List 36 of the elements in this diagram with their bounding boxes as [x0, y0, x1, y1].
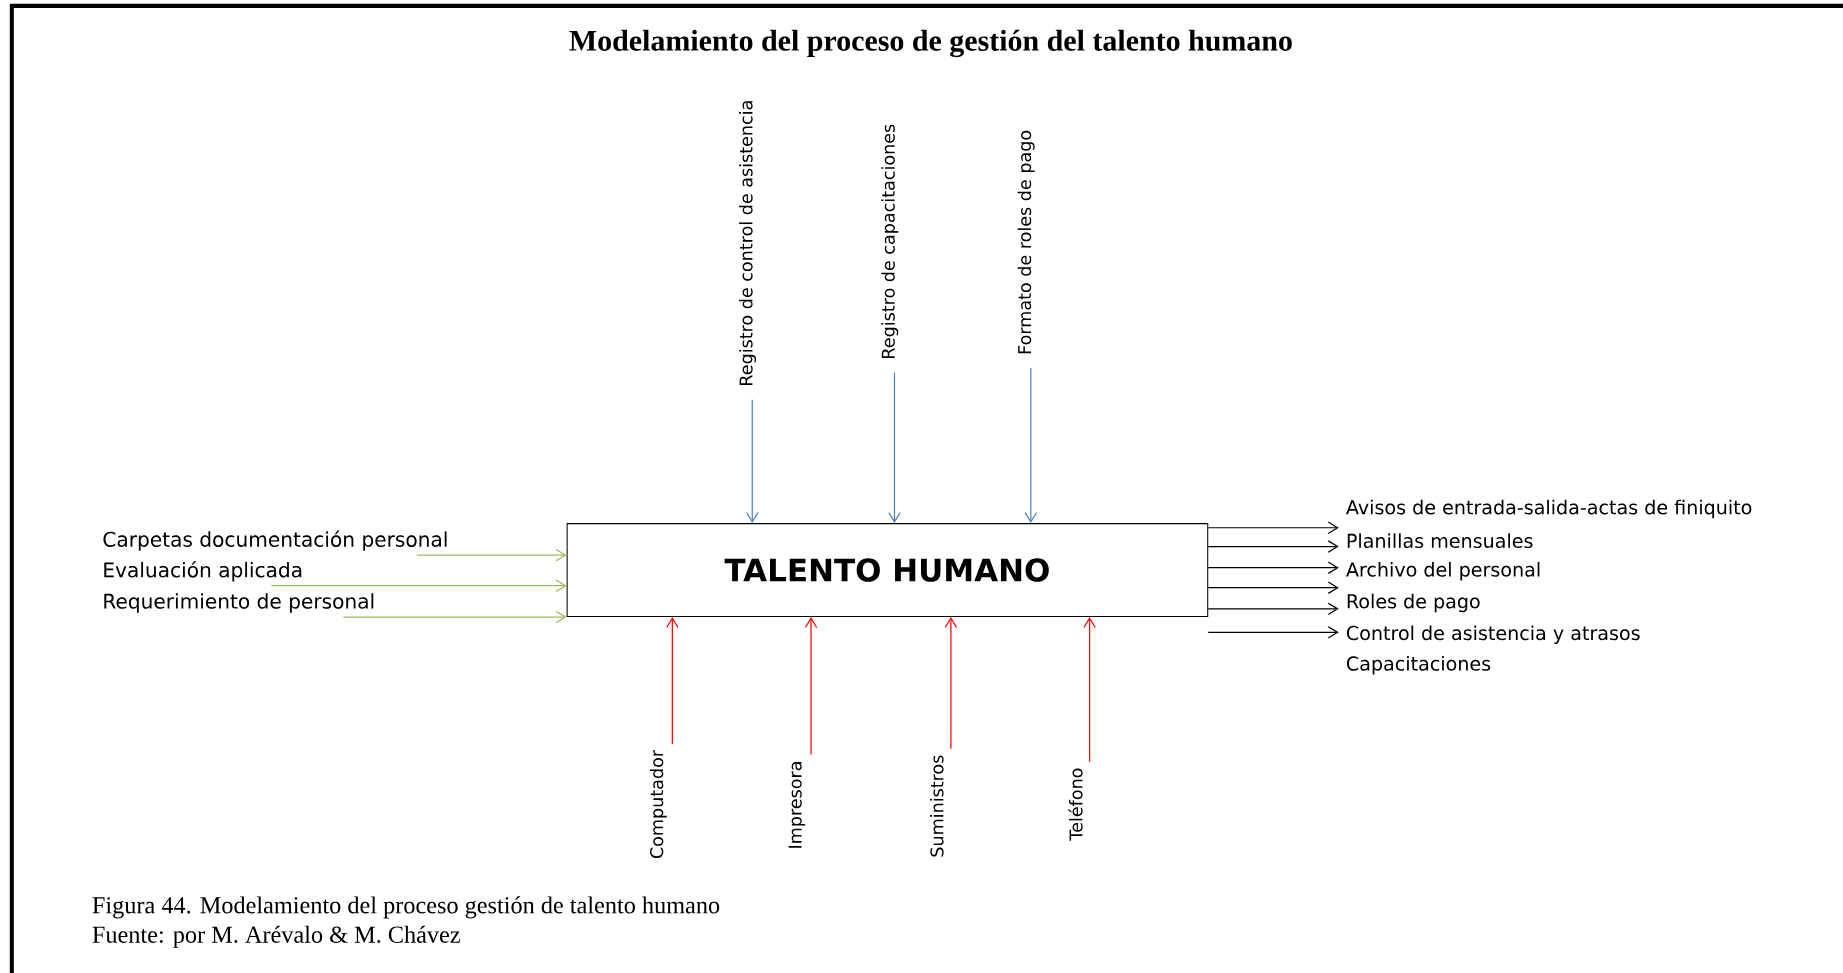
arrow	[804, 616, 818, 756]
arrow	[1207, 625, 1339, 639]
mechanism-label: Computador	[649, 749, 667, 858]
arrow	[1207, 561, 1339, 574]
output-label: Roles de pago	[1347, 593, 1480, 613]
source-note: Fuente: por M. Arévalo & M. Chávez	[92, 925, 460, 948]
output-label: Avisos de entrada-salida-actas de finiquito	[1346, 499, 1752, 519]
mechanism-label: Impresora	[788, 762, 806, 848]
arrow	[1207, 602, 1339, 616]
arrow	[416, 548, 567, 562]
output-label: Planillas mensuales	[1347, 533, 1533, 548]
arrow	[745, 398, 759, 523]
control-label: Registro de control de asistencia	[739, 101, 757, 385]
output-label: Capacitaciones	[1346, 655, 1491, 675]
control-label: Formato de roles de pago	[1017, 130, 1035, 354]
output-label: Archivo del personal	[1346, 561, 1540, 581]
input-label: Carpetas documentación personal	[103, 530, 447, 551]
arrow	[1207, 521, 1339, 534]
arrow	[888, 371, 901, 523]
output-label: Control de asistencia y atrasos	[1346, 625, 1640, 644]
arrow	[666, 616, 679, 745]
process-box: TALENTO HUMANO	[566, 523, 1209, 617]
arrow	[944, 616, 958, 750]
mechanism-label: Suministros	[930, 755, 944, 857]
input-label: Requerimiento de personal	[104, 593, 374, 613]
arrow	[270, 579, 567, 592]
caption: Figura 44. Modelamiento del proceso gestión de talento humano	[92, 896, 720, 919]
mechanism-label: Teléfono	[1068, 768, 1083, 841]
arrow	[1024, 367, 1038, 523]
control-label: Registro de capacitaciones	[881, 124, 899, 358]
arrow	[1083, 616, 1096, 763]
title: Modelamiento del proceso de gestión del talento humano	[569, 29, 1292, 58]
arrow	[1207, 540, 1339, 553]
input-label: Evaluación aplicada	[104, 561, 302, 582]
arrow	[342, 610, 567, 624]
arrow	[1207, 581, 1339, 594]
